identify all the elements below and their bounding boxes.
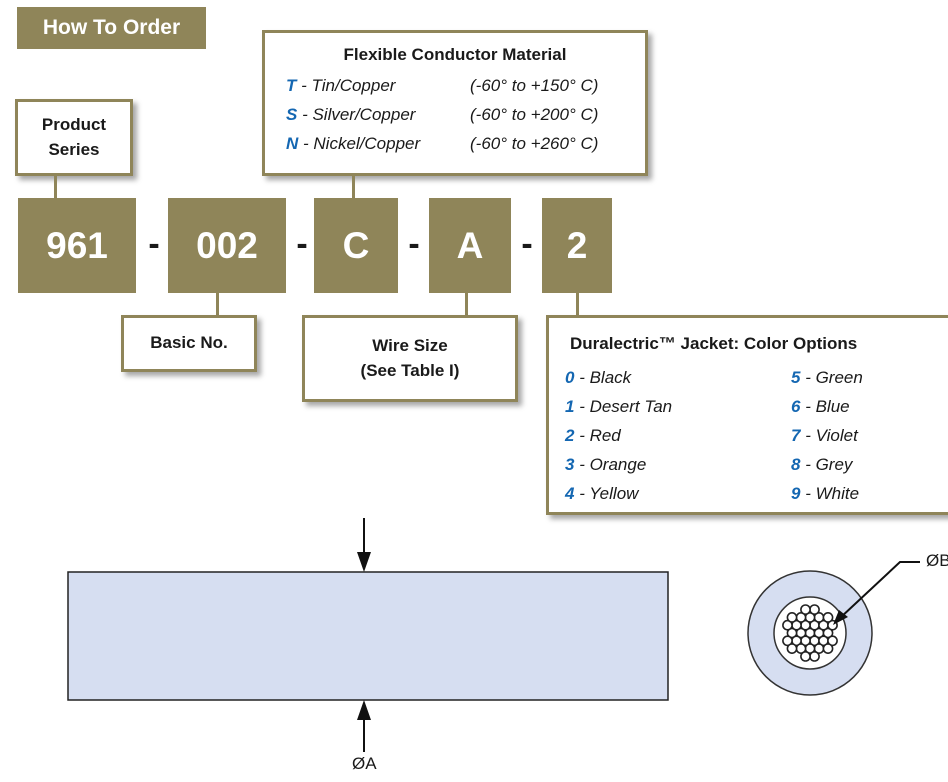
strand-group — [782, 604, 838, 662]
jacket-color-option: 8 - Grey — [791, 455, 853, 474]
jacket-color-option: 7 - Violet — [791, 426, 858, 445]
color-name: Violet — [815, 426, 858, 445]
part-number-series: 961 — [18, 198, 136, 293]
conductor-material-box: Flexible Conductor Material T - Tin/Copp… — [262, 30, 648, 176]
color-code: 2 — [565, 426, 575, 445]
part-number-separator: - — [296, 224, 308, 263]
part-number-separator: - — [521, 224, 533, 263]
cable-cross-section — [747, 561, 920, 696]
color-code: 7 — [791, 426, 801, 445]
product-series-label-line1: Product — [41, 114, 107, 134]
cable-jacket-body — [67, 571, 669, 701]
color-code: 4 — [565, 484, 575, 503]
arrow-up-icon — [357, 700, 371, 720]
basic-no-label: Basic No. — [150, 333, 228, 353]
jacket-color-option: 2 - Red — [565, 426, 621, 445]
conductor-range: (-60° to +260° C) — [470, 134, 599, 153]
color-code: 9 — [791, 484, 801, 503]
jacket-color-option: 9 - White — [791, 484, 860, 503]
connector-line — [576, 293, 579, 315]
connector-line — [465, 293, 468, 315]
conductor-material: Silver/Copper — [312, 105, 416, 124]
product-series-box: Product Series — [15, 99, 133, 176]
color-name: Blue — [815, 397, 850, 416]
arrow-down-icon — [357, 552, 371, 572]
color-name: Orange — [589, 455, 647, 474]
leader-line — [839, 561, 920, 619]
jacket-color-title: Duralectric™ Jacket: Color Options — [570, 334, 858, 353]
conductor-material: Tin/Copper — [311, 76, 396, 95]
jacket-color-option: 0 - Black — [565, 368, 632, 387]
part-number-basic: 002 — [168, 198, 286, 293]
page-title: How To Order — [17, 7, 206, 49]
part-number-jacket-color: 2 — [542, 198, 612, 293]
jacket-color-option: 4 - Yellow — [565, 484, 639, 503]
connector-line — [54, 176, 57, 198]
color-name: Grey — [815, 455, 853, 474]
basic-no-box: Basic No. — [121, 315, 257, 372]
product-series-label-line2: Series — [48, 139, 100, 159]
conductor-range: (-60° to +200° C) — [470, 105, 599, 124]
color-name: Green — [815, 368, 863, 387]
color-name: Black — [589, 368, 632, 387]
connector-line — [352, 176, 355, 198]
conductor-material: Nickel/Copper — [313, 134, 421, 153]
color-name: Yellow — [589, 484, 639, 503]
color-code: 8 — [791, 455, 801, 474]
dimension-b-label: ØB — [926, 551, 948, 570]
conductor-code: T — [286, 76, 297, 95]
jacket-color-option: 3 - Orange — [565, 455, 647, 474]
color-name: Red — [589, 426, 621, 445]
conductor-option-n: N - Nickel/Copper — [286, 134, 421, 153]
color-code: 1 — [565, 397, 575, 416]
color-code: 3 — [565, 455, 575, 474]
leader-arrow-icon — [833, 610, 848, 625]
jacket-color-box: Duralectric™ Jacket: Color Options 0 - B… — [546, 315, 948, 515]
color-name: White — [815, 484, 860, 503]
part-number-wire-size: A — [429, 198, 511, 293]
conductor-material-title: Flexible Conductor Material — [343, 45, 567, 64]
jacket-color-option: 5 - Green — [791, 368, 863, 387]
jacket-color-option: 1 - Desert Tan — [565, 397, 673, 416]
wire-size-label-line1: Wire Size — [372, 335, 448, 355]
wire-size-label-line2: (See Table I) — [360, 360, 460, 380]
conductor-option-s: S - Silver/Copper — [286, 105, 416, 124]
conductor-code: S — [286, 105, 298, 124]
color-name: Desert Tan — [589, 397, 673, 416]
color-code: 0 — [565, 368, 575, 387]
part-number-separator: - — [408, 224, 420, 263]
jacket-color-option: 6 - Blue — [791, 397, 850, 416]
part-number-separator: - — [148, 224, 160, 263]
connector-line — [216, 293, 219, 315]
cable-side-view — [67, 518, 669, 752]
dimension-a-label: ØA — [352, 754, 377, 773]
wire-size-box: Wire Size (See Table I) — [302, 315, 518, 402]
color-code: 5 — [791, 368, 801, 387]
part-number-conductor: C — [314, 198, 398, 293]
conductor-option-t: T - Tin/Copper — [286, 76, 396, 95]
color-code: 6 — [791, 397, 801, 416]
conductor-range: (-60° to +150° C) — [470, 76, 599, 95]
conductor-code: N — [286, 134, 299, 153]
